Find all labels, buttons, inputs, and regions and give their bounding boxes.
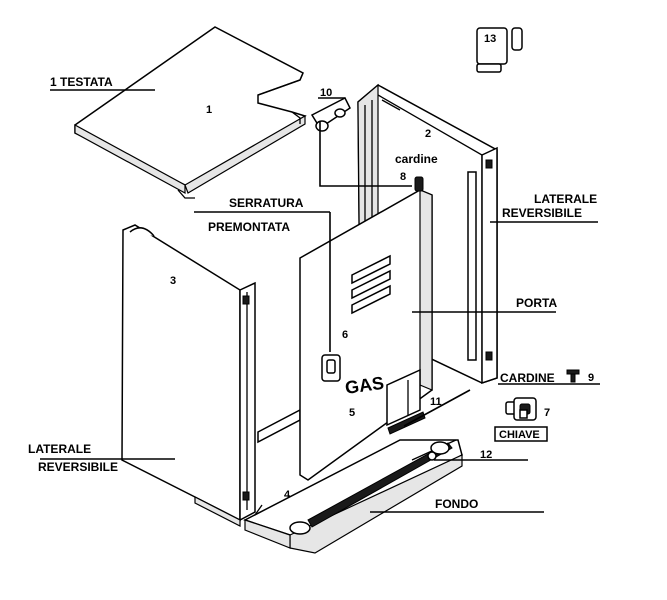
corner-bracket-13 xyxy=(476,27,523,73)
label-laterale-left: LATERALE xyxy=(28,442,91,456)
number-7: 7 xyxy=(544,407,550,419)
label-fondo: FONDO xyxy=(435,497,478,511)
number-12: 12 xyxy=(480,449,492,461)
leader-lines xyxy=(40,89,600,513)
number-8: 8 xyxy=(400,171,406,183)
number-5: 5 xyxy=(349,407,355,419)
key-label-box: CHIAVE xyxy=(494,426,548,442)
label-laterale-right: LATERALE xyxy=(534,192,597,206)
number-4: 4 xyxy=(284,489,291,501)
label-testata: 1 TESTATA xyxy=(50,75,113,89)
key-part-7 xyxy=(505,397,537,421)
left-side-panel xyxy=(121,224,256,527)
number-3: 3 xyxy=(170,275,176,287)
number-13: 13 xyxy=(484,33,496,45)
number-6: 6 xyxy=(342,329,348,341)
label-chiave: CHIAVE xyxy=(499,429,540,441)
number-11: 11 xyxy=(430,396,442,408)
number-1: 1 xyxy=(206,104,212,116)
label-porta: PORTA xyxy=(516,296,557,310)
label-serratura: SERRATURA xyxy=(229,196,304,210)
label-reversibile-left: REVERSIBILE xyxy=(38,460,118,474)
number-10: 10 xyxy=(320,87,332,99)
label-reversibile-right: REVERSIBILE xyxy=(502,206,582,220)
label-cardine-9: CARDINE xyxy=(500,371,555,385)
label-cardine-8: cardine xyxy=(395,152,438,166)
hinge-bracket-10 xyxy=(310,96,351,132)
base-panel xyxy=(243,408,463,554)
callout-labels: 1 TESTATA 1 10 2 cardine 8 SERRATURA PRE… xyxy=(28,33,597,511)
door-panel xyxy=(299,176,433,481)
hinge-part-9 xyxy=(566,369,580,383)
number-2: 2 xyxy=(425,128,431,140)
number-9: 9 xyxy=(588,372,594,384)
label-premontata: PREMONTATA xyxy=(208,220,290,234)
top-panel xyxy=(74,26,307,199)
